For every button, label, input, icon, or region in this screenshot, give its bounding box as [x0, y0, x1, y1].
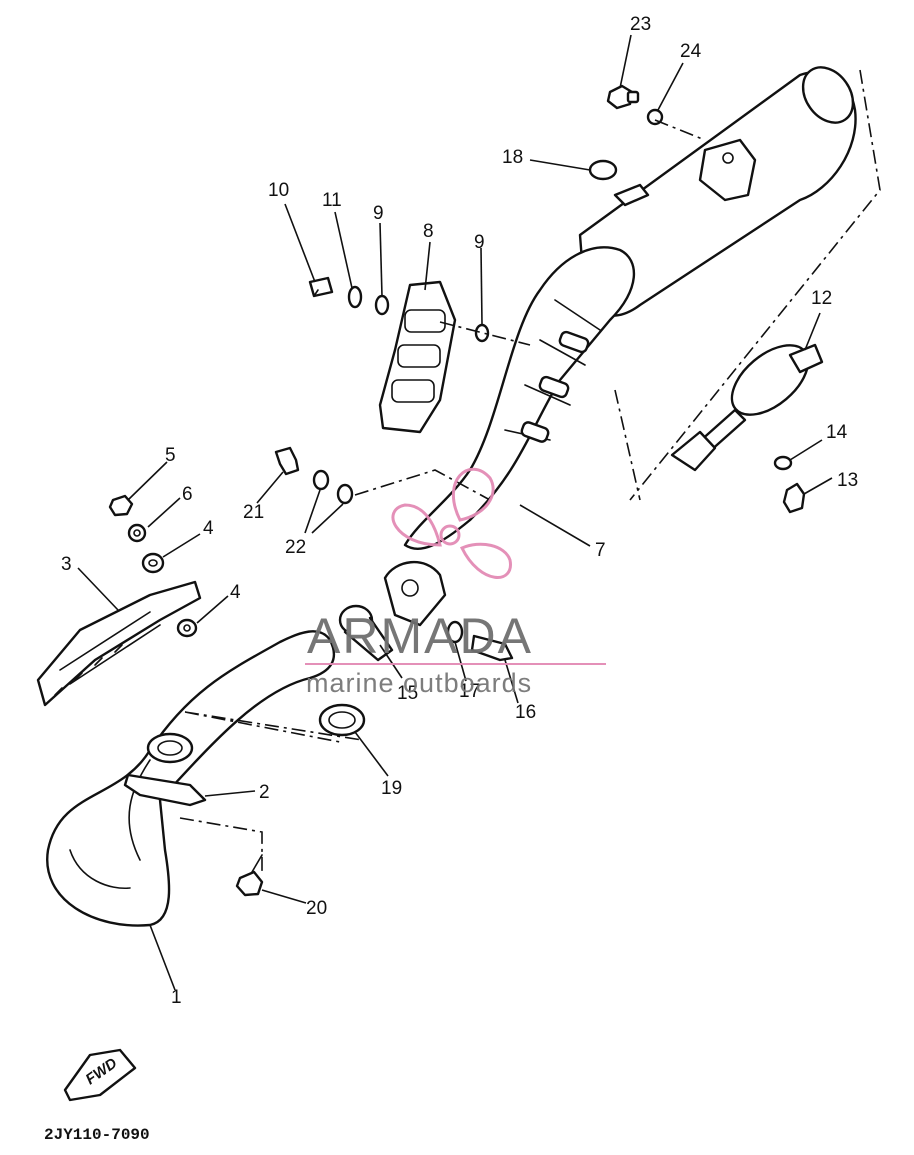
callout-9a: 9: [373, 203, 384, 224]
callout-23: 23: [630, 14, 651, 35]
callout-7: 7: [595, 540, 606, 561]
leader-lines: [77, 34, 833, 991]
bolt-16: [470, 634, 514, 662]
callout-14: 14: [826, 422, 848, 443]
bolt-10: [308, 276, 334, 298]
nut-24: [646, 108, 664, 126]
washer-22b: [336, 483, 354, 505]
callout-13: 13: [837, 470, 858, 491]
tail-pipe: [670, 343, 824, 472]
rear-heat-protector: [378, 280, 457, 434]
grommet-4a: [141, 552, 165, 574]
grommet-4b: [176, 618, 198, 638]
callout-17: 17: [459, 681, 480, 702]
bolt-21: [274, 446, 300, 476]
callout-16: 16: [515, 702, 536, 723]
drawing-code: 2JY110-7090: [44, 1126, 150, 1144]
callout-5: 5: [165, 445, 176, 466]
callout-15: 15: [397, 683, 418, 704]
callout-numbers: 1 2 3 4 4 5 6 7 8 9 9 10 11 12 13 14 15 …: [61, 14, 858, 1008]
washer-22a: [312, 469, 330, 491]
front-heat-protector: [36, 580, 202, 707]
reference-lines: [179, 69, 881, 872]
callout-24: 24: [680, 41, 702, 62]
callout-9b: 9: [474, 232, 485, 253]
callout-19: 19: [381, 778, 402, 799]
callout-22: 22: [285, 537, 306, 558]
callout-12: 12: [811, 288, 832, 309]
gasket-19: [318, 703, 366, 737]
exhaust-pipe: [46, 630, 336, 927]
fwd-arrow: FWD: [63, 1048, 137, 1102]
watermark: ARMADA marine outboards: [305, 467, 606, 698]
callout-18: 18: [502, 147, 523, 168]
propeller-logo: [391, 467, 512, 579]
damper-18: [588, 159, 618, 181]
washer-11: [347, 285, 363, 309]
watermark-tagline: marine outboards: [306, 668, 532, 698]
clamp: [383, 560, 447, 627]
callout-8: 8: [423, 221, 434, 242]
callout-10: 10: [268, 180, 289, 201]
small-clip: [613, 183, 650, 207]
callout-2: 2: [259, 782, 270, 803]
bolt-20: [235, 854, 264, 897]
callout-11: 11: [322, 190, 342, 211]
washer-6: [127, 523, 147, 543]
callout-4a: 4: [203, 518, 214, 539]
muffler-bracket: [698, 138, 757, 202]
callout-1: 1: [171, 987, 182, 1008]
callout-4b: 4: [230, 582, 241, 603]
bolt-13: [782, 482, 806, 514]
washer-14: [773, 455, 793, 471]
callout-21: 21: [243, 502, 264, 523]
washer-9a: [374, 294, 390, 316]
callout-20: 20: [306, 898, 327, 919]
callout-6: 6: [182, 484, 193, 505]
watermark-brand: ARMADA: [307, 608, 533, 664]
pipe-flange: [123, 732, 207, 807]
callout-3: 3: [61, 554, 72, 575]
bolt-5: [108, 494, 134, 517]
bolt-23: [606, 84, 640, 110]
gasket-15: [338, 604, 394, 662]
washer-9b: [474, 323, 490, 343]
